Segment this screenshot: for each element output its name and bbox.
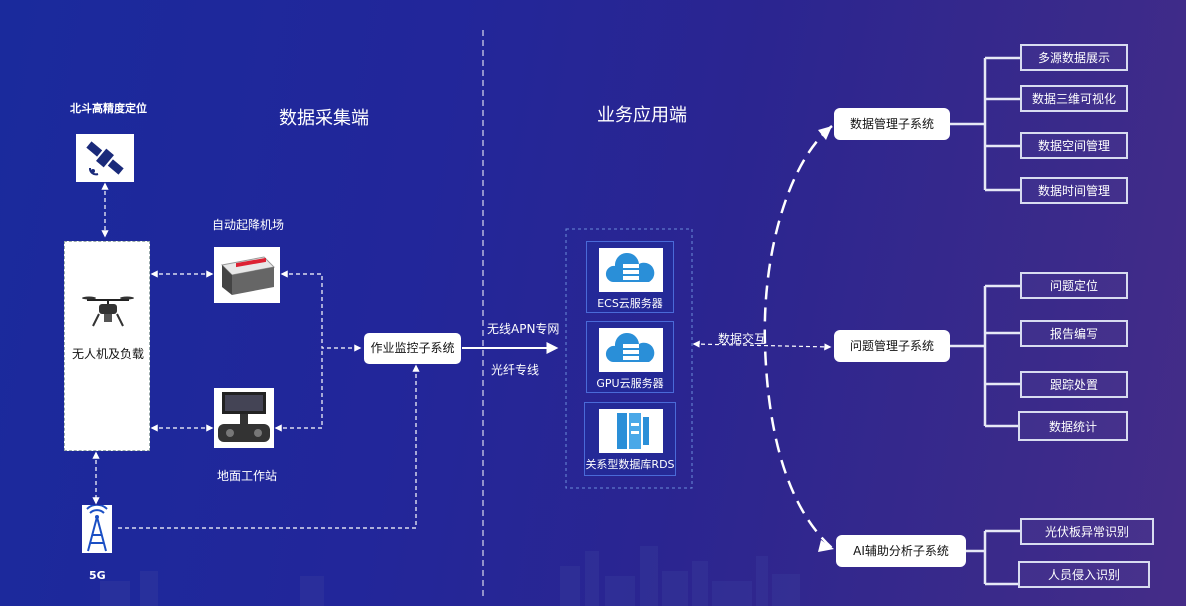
dock-icon (214, 247, 280, 303)
issue-management-subsystem: 问题管理子系统 (834, 330, 950, 362)
dock-label: 自动起降机场 (212, 218, 285, 232)
gpu-server-card: GPU云服务器 (586, 321, 674, 393)
server-name: GPU云服务器 (596, 377, 664, 390)
5g-tower-icon (82, 503, 112, 553)
exchange-link-label: 数据交互 (718, 332, 767, 346)
leaf-item: 人员侵入识别 (1018, 561, 1150, 588)
satellite-icon (76, 134, 134, 182)
skyline-decoration (100, 546, 800, 606)
ground-station-label: 地面工作站 (217, 469, 278, 483)
database-icon (599, 409, 663, 453)
beidou-label: 北斗高精度定位 (70, 102, 147, 115)
leaf-item: 报告编写 (1020, 320, 1128, 347)
leaf-item: 数据空间管理 (1020, 132, 1128, 159)
monitor-subsystem-node: 作业监控子系统 (364, 333, 461, 364)
5g-label: 5G (89, 569, 106, 582)
apn-link-label: 无线APN专网 (487, 322, 560, 336)
leaf-item: 光伏板异常识别 (1020, 518, 1154, 545)
leaf-item: 数据时间管理 (1020, 177, 1128, 204)
server-name: 关系型数据库RDS (585, 458, 675, 471)
cloud-server-icon (599, 248, 663, 292)
uav-label: 无人机及负载 (71, 347, 144, 361)
uav-panel: 无人机及负载 (64, 241, 150, 451)
application-section-title: 业务应用端 (597, 105, 687, 126)
leaf-item: 跟踪处置 (1020, 371, 1128, 398)
fiber-link-label: 光纤专线 (491, 363, 540, 377)
leaf-item: 多源数据展示 (1020, 44, 1128, 71)
collection-section-title: 数据采集端 (279, 108, 369, 129)
leaf-item: 问题定位 (1020, 272, 1128, 299)
ground-station-icon (214, 388, 274, 448)
ecs-server-card: ECS云服务器 (586, 241, 674, 313)
leaf-item: 数据统计 (1018, 411, 1128, 441)
data-management-subsystem: 数据管理子系统 (834, 108, 950, 140)
cloud-server-icon (599, 328, 663, 372)
rds-database-card: 关系型数据库RDS (584, 402, 676, 476)
leaf-item: 数据三维可视化 (1020, 85, 1128, 112)
drone-icon (82, 296, 134, 327)
ai-analysis-subsystem: AI辅助分析子系统 (836, 535, 966, 567)
server-name: ECS云服务器 (597, 297, 663, 310)
